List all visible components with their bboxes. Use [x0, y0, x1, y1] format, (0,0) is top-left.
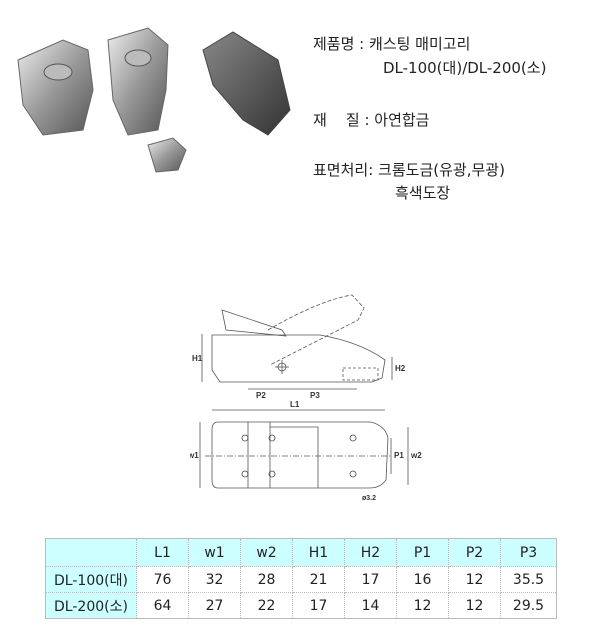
label-w1: w1: [190, 451, 199, 460]
header-cell: H2: [344, 538, 397, 567]
header-cell: w1: [188, 538, 241, 567]
product-photos: [17, 27, 291, 173]
finish-value-2: 흑색도장: [395, 184, 451, 202]
finish-value: 크롬도금(유광,무광): [378, 161, 505, 179]
row-header: DL-100(대): [45, 566, 137, 593]
latch-photo-1: [17, 39, 94, 136]
finish: 표면처리: 크롬도금(유광,무광): [313, 161, 505, 179]
cell: 28: [240, 566, 293, 593]
cell: 12: [396, 592, 449, 619]
cell: 21: [292, 566, 345, 593]
cell: 29.5: [500, 592, 557, 619]
cell: 32: [188, 566, 241, 593]
cell: 76: [136, 566, 189, 593]
cell: 12: [448, 566, 501, 593]
label-p2: P2: [256, 391, 266, 400]
table-row: DL-200(소) 64 27 22 17 14 12 12 29.5: [45, 592, 557, 619]
header-cell: L1: [136, 538, 189, 567]
cell: 64: [136, 592, 189, 619]
cell: 17: [292, 592, 345, 619]
dimension-table: L1 w1 w2 H1 H2 P1 P2 P3 DL-100(대) 76 32 …: [45, 538, 557, 619]
catch-photo: [147, 137, 187, 173]
row-header: DL-200(소): [45, 592, 137, 619]
label-p3: P3: [310, 391, 320, 400]
header-cell: H1: [292, 538, 345, 567]
cell: 14: [344, 592, 397, 619]
label-p1: P1: [394, 451, 404, 460]
model-names: DL-100(대)/DL-200(소): [383, 59, 547, 77]
cell: 12: [448, 592, 501, 619]
latch-photo-black: [202, 31, 291, 136]
material: 재 질 : 아연합금: [313, 111, 429, 129]
name-label: 제품명 :: [313, 35, 365, 53]
table-header-row: L1 w1 w2 H1 H2 P1 P2 P3: [45, 538, 557, 567]
table-row: DL-100(대) 76 32 28 21 17 16 12 35.5: [45, 566, 557, 593]
cell: 22: [240, 592, 293, 619]
label-h2: H2: [395, 364, 406, 373]
header-cell: P3: [500, 538, 557, 567]
name-value: 캐스팅 매미고리: [369, 35, 471, 53]
finish-label: 표면처리:: [313, 161, 374, 179]
label-l1: L1: [290, 400, 300, 409]
label-hole: ø3.2: [362, 495, 376, 502]
cell: 27: [188, 592, 241, 619]
label-h1: H1: [192, 354, 203, 363]
header-cell: P2: [448, 538, 501, 567]
latch-photo-2: [107, 27, 169, 136]
material-label: 재 질 :: [313, 111, 370, 129]
product-name: 제품명 : 캐스팅 매미고리: [313, 35, 470, 53]
header-cell: P1: [396, 538, 449, 567]
label-w2: w2: [410, 451, 422, 460]
dimension-diagram: H1 H2 P2 P3 L1 w1 P1 w2 ø3.2: [190, 294, 422, 502]
cell: 17: [344, 566, 397, 593]
header-cell: w2: [240, 538, 293, 567]
header-cell: [45, 538, 137, 567]
cell: 16: [396, 566, 449, 593]
material-value: 아연합금: [374, 111, 430, 129]
cell: 35.5: [500, 566, 557, 593]
